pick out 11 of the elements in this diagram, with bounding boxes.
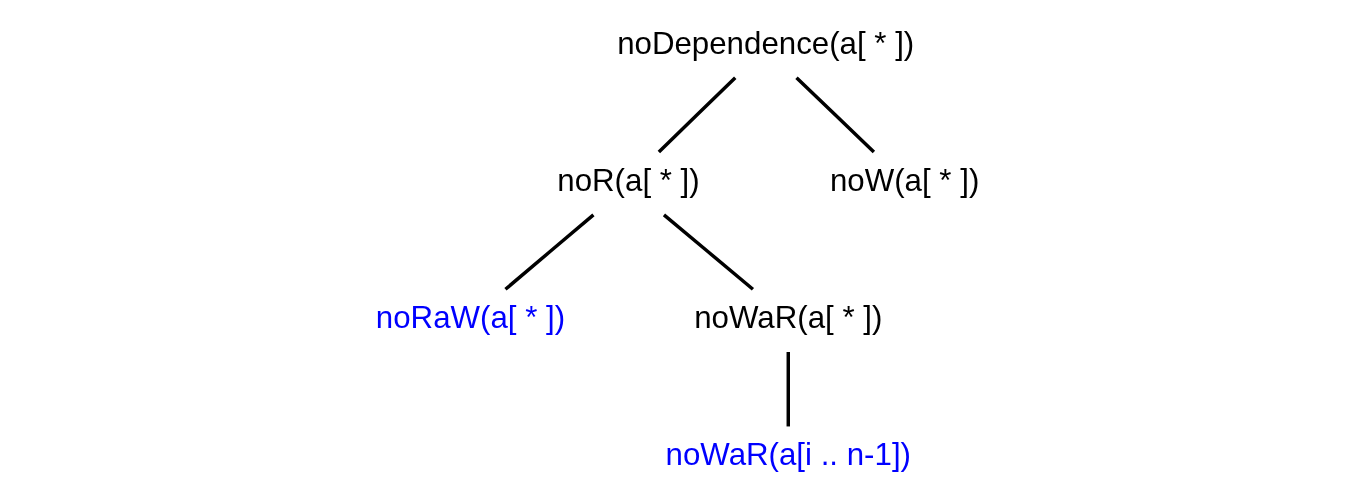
node-text: noRaW(a[ * ]) [375,300,565,336]
connector [662,213,754,291]
connector [503,213,595,291]
connector [786,352,790,427]
connector [657,76,736,154]
node-text: noW(a[ * ]) [829,163,979,199]
connector [794,76,875,154]
node-text: noWaR(a[i .. n-1]) [665,437,911,473]
node-text: noDependence(a[ * ]) [616,25,914,61]
node-text: noWaR(a[ * ]) [693,300,882,336]
node-text: noR(a[ * ]) [556,163,700,199]
